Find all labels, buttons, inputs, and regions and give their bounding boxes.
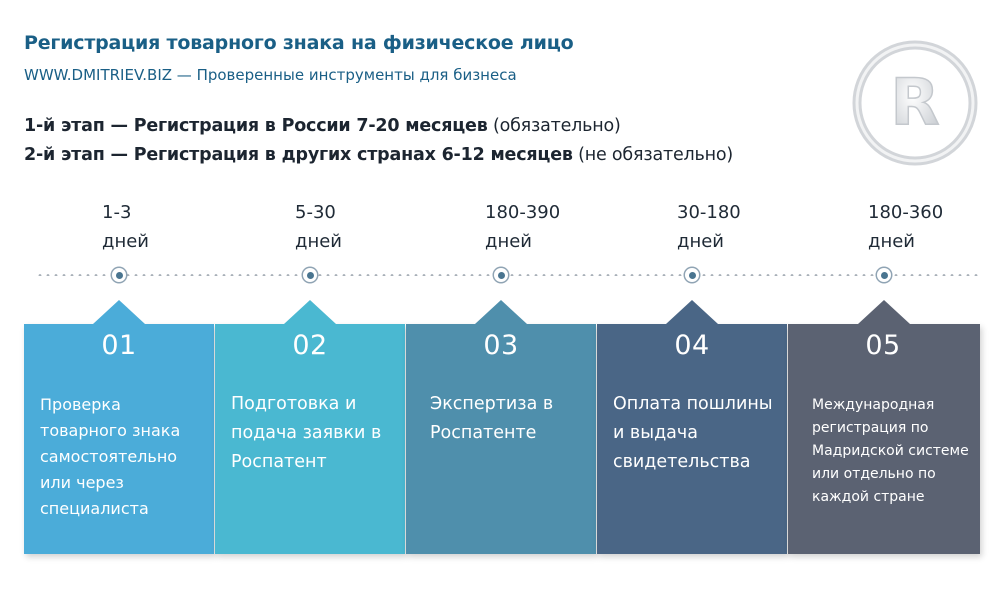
step-card-5: 05 Международная регистрация по Мадридск…: [788, 300, 980, 554]
registered-trademark-icon: R: [852, 40, 978, 166]
step-card-2: 02 Подготовка и подача заявки в Роспатен…: [215, 300, 405, 554]
step-card-5-number: 05: [865, 330, 901, 361]
duration-2-range: 5-30: [295, 202, 336, 223]
timeline-marker-2: [303, 268, 317, 282]
step-cards: 01 Проверка товарного знака самостоятель…: [24, 300, 980, 554]
duration-1-unit: дней: [102, 231, 149, 252]
stage-1-note: (обязательно): [487, 116, 621, 136]
step-card-1-pointer: [93, 300, 145, 324]
step-card-3: 03 Экспертиза в Роспатенте: [406, 300, 596, 554]
page-title: Регистрация товарного знака на физическо…: [24, 32, 574, 54]
step-card-3-pointer: [475, 300, 527, 324]
timeline-marker-4: [685, 268, 699, 282]
page-subtitle: WWW.DMITRIEV.BIZ — Проверенные инструмен…: [24, 66, 517, 84]
step-card-5-text: Международная регистрация по Мадридской …: [812, 397, 969, 505]
step-card-2-number: 02: [292, 330, 328, 361]
duration-1: 1-3 дней: [102, 198, 222, 256]
step-card-1: 01 Проверка товарного знака самостоятель…: [24, 300, 214, 554]
step-card-2-pointer: [284, 300, 336, 324]
duration-5-unit: дней: [868, 231, 915, 252]
duration-2: 5-30 дней: [295, 198, 415, 256]
duration-labels: 1-3 дней 5-30 дней 180-390 дней 30-180 д…: [0, 198, 1000, 258]
step-card-5-pointer: [858, 300, 910, 324]
duration-3-unit: дней: [485, 231, 532, 252]
duration-3-range: 180-390: [485, 202, 561, 223]
step-card-4-text: Оплата пошлины и выдача свидетельства: [613, 394, 773, 472]
timeline: [0, 262, 1000, 288]
timeline-marker-3: [494, 268, 508, 282]
stage-2-note: (не обязательно): [572, 145, 734, 165]
duration-4-unit: дней: [677, 231, 724, 252]
stage-1-line: 1-й этап — Регистрация в России 7-20 мес…: [24, 116, 621, 136]
logo-glyph: R: [890, 66, 939, 140]
step-card-1-text: Проверка товарного знака самостоятельно …: [40, 395, 181, 518]
duration-1-range: 1-3: [102, 202, 132, 223]
duration-2-unit: дней: [295, 231, 342, 252]
duration-4: 30-180 дней: [677, 198, 797, 256]
timeline-marker-1: [112, 268, 126, 282]
duration-5-range: 180-360: [868, 202, 944, 223]
stage-1-title: 1-й этап — Регистрация в России 7-20 мес…: [24, 116, 488, 136]
timeline-marker-5: [877, 268, 891, 282]
step-card-4-number: 04: [674, 330, 710, 361]
duration-5: 180-360 дней: [868, 198, 988, 256]
stage-2-title: 2-й этап — Регистрация в других странах …: [24, 145, 573, 165]
step-card-3-text: Экспертиза в Роспатенте: [430, 394, 554, 443]
timeline-dotted-line: [36, 274, 980, 276]
step-card-1-number: 01: [101, 330, 137, 361]
step-card-2-text: Подготовка и подача заявки в Роспатент: [231, 394, 382, 472]
step-card-4: 04 Оплата пошлины и выдача свидетельства: [597, 300, 787, 554]
step-card-4-pointer: [666, 300, 718, 324]
duration-3: 180-390 дней: [485, 198, 605, 256]
duration-4-range: 30-180: [677, 202, 741, 223]
stage-2-line: 2-й этап — Регистрация в других странах …: [24, 145, 733, 165]
step-card-3-number: 03: [483, 330, 519, 361]
